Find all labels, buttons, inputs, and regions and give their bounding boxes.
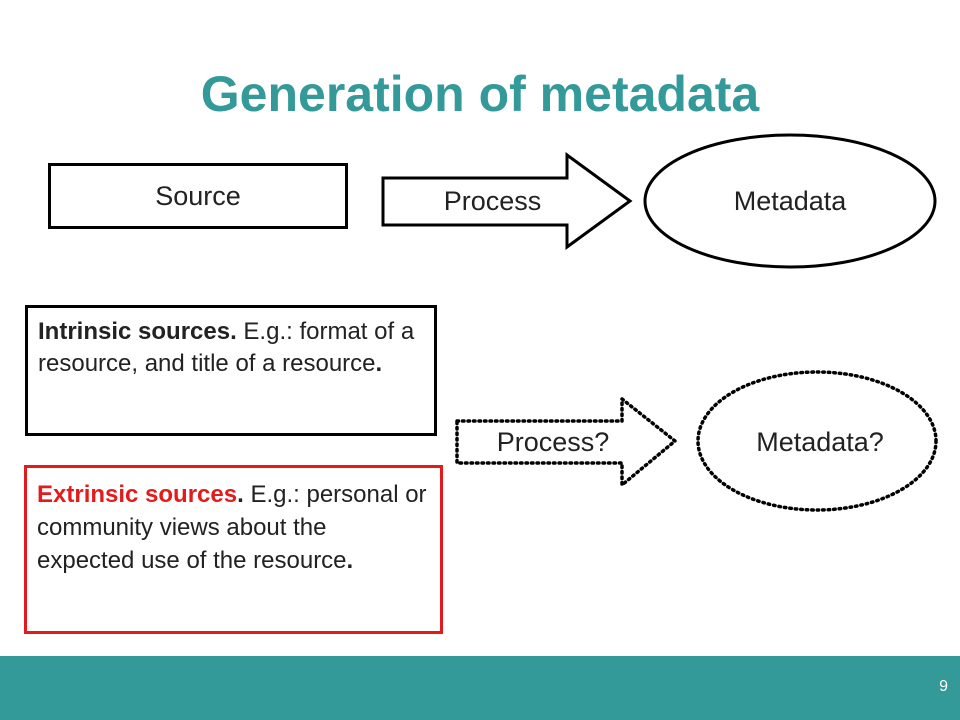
metadata-q-ellipse: [696, 370, 938, 512]
extrinsic-text: E.g.: personal or community views about …: [37, 481, 427, 574]
extrinsic-sources-box: Extrinsic sources. E.g.: personal or com…: [24, 465, 443, 634]
slide-title: Generation of metadata: [200, 66, 760, 122]
intrinsic-dot: .: [230, 318, 237, 345]
footer-bar: 9: [0, 656, 960, 720]
intrinsic-heading: Intrinsic sources: [38, 318, 231, 345]
process-label: Process: [443, 186, 542, 216]
process-q-label: Process?: [496, 427, 610, 457]
page-number: 9: [939, 678, 948, 695]
extrinsic-end-dot: .: [346, 547, 354, 574]
source-label: Source: [155, 180, 241, 211]
metadata-label: Metadata: [733, 186, 847, 216]
metadata-q-label: Metadata?: [756, 427, 884, 457]
intrinsic-sources-box: Intrinsic sources. E.g.: format of a res…: [25, 305, 437, 436]
intrinsic-end-dot: .: [375, 350, 383, 377]
extrinsic-heading: Extrinsic sources: [37, 481, 238, 508]
metadata-ellipse: [643, 133, 937, 269]
process-arrow: [381, 152, 633, 250]
intrinsic-text: E.g.: format of a resource, and title of…: [38, 318, 415, 377]
extrinsic-dot: .: [237, 481, 244, 508]
process-q-arrow: [455, 395, 678, 489]
source-box: Source: [48, 163, 348, 229]
